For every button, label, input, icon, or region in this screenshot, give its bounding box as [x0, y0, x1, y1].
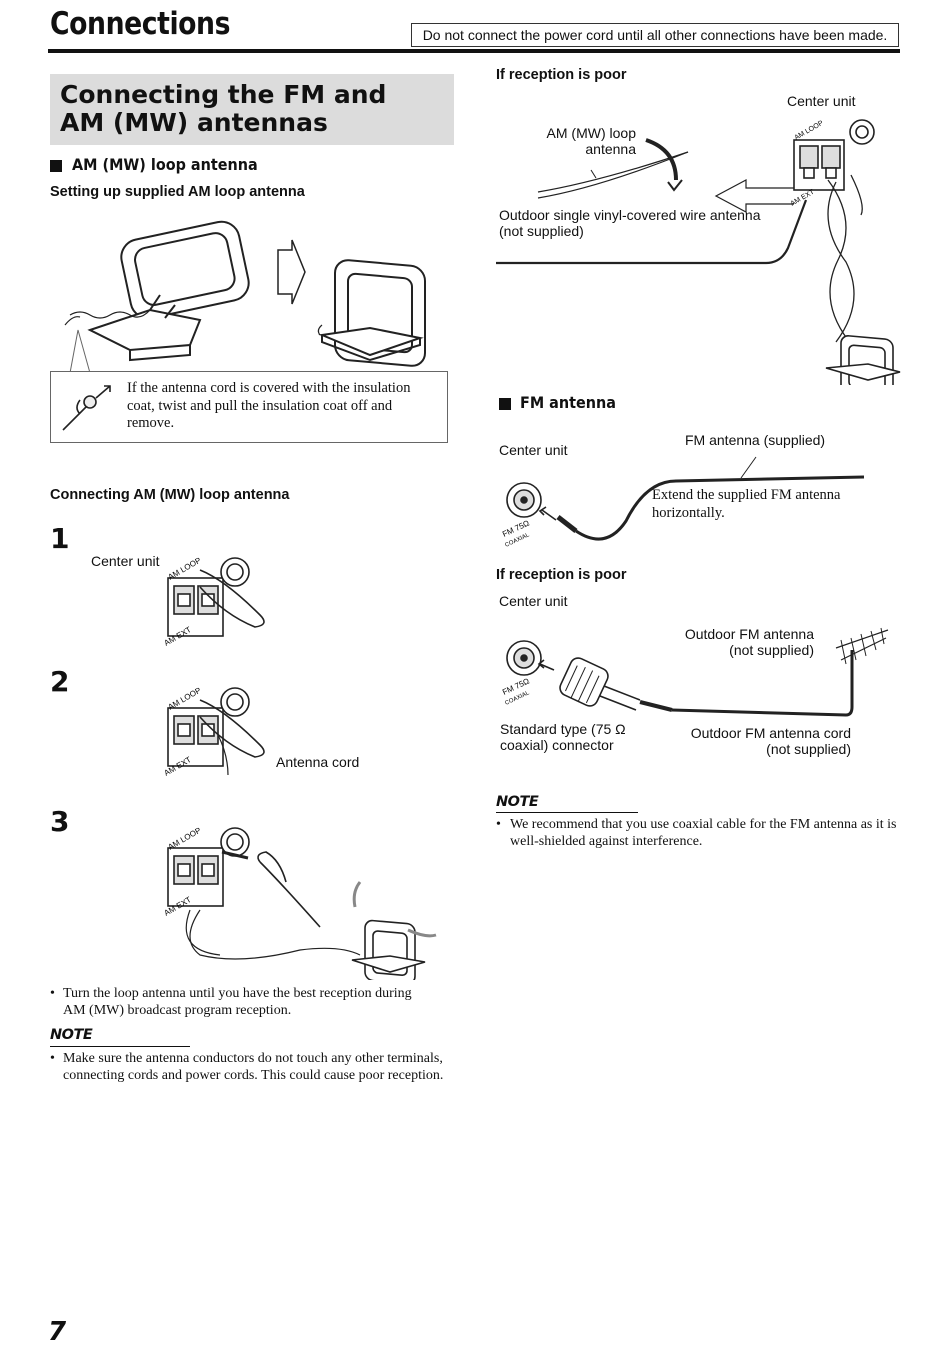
am-loop-heading: AM (MW) loop antenna [72, 155, 258, 174]
fm-note-line2: well-shielded against interference. [510, 834, 703, 849]
fm-note-title: NOTE [496, 794, 539, 810]
power-cord-warning: Do not connect the power cord until all … [411, 23, 899, 47]
am-poor-center-unit: Center unit [787, 93, 856, 109]
outdoor-fm-line1: Outdoor FM antenna [684, 626, 814, 642]
am-poor-title: If reception is poor [496, 67, 627, 83]
fm-note-line1: We recommend that you use coaxial cable … [510, 817, 897, 832]
heading-square-icon [499, 398, 511, 410]
outdoor-wire-label: Outdoor single vinyl-covered wire antenn… [499, 207, 760, 239]
insulation-tip-box [50, 371, 448, 443]
am-note-title: NOTE [50, 1027, 93, 1043]
section-title: Connecting the FM and AM (MW) antennas [60, 81, 386, 137]
outdoor-fm-line2: (not supplied) [729, 642, 814, 658]
fm-extend-text: Extend the supplied FM antenna horizonta… [652, 487, 840, 522]
fm-outdoor-antenna-diagram: FM 75Ω COAXIAL [501, 627, 889, 717]
page-number: 7 [48, 1317, 67, 1347]
step-number-1: 1 [50, 522, 70, 555]
am-bullet-line2: AM (MW) broadcast program reception. [63, 1003, 292, 1018]
am-poor-ext-terminal-label: AM EXT [790, 188, 817, 207]
am-loop-antenna-label: AM (MW) loop antenna [546, 125, 636, 157]
am-note-text: • Make sure the antenna conductors do no… [50, 1050, 443, 1084]
am-note-line1: Make sure the antenna conductors do not … [63, 1051, 443, 1066]
am-loop-line2: antenna [585, 141, 636, 157]
step1-center-unit-label: Center unit [91, 553, 160, 569]
fm-note-rule [496, 812, 638, 813]
fm-extend-line1: Extend the supplied FM antenna [652, 487, 841, 503]
step2-terminal-illustration: AM LOOP AM EXT [163, 686, 265, 778]
step-number-3: 3 [50, 805, 70, 838]
section-title-box [50, 74, 454, 145]
bullet-dot: • [496, 817, 501, 832]
fm-supplied-antenna-diagram: FM 75Ω COAXIAL [501, 456, 865, 549]
cord-line1: Outdoor FM antenna cord [690, 725, 851, 741]
am-connecting-title: Connecting AM (MW) loop antenna [50, 487, 290, 503]
am-bullet-line1: Turn the loop antenna until you have the… [63, 986, 412, 1001]
am-turn-bullet: • Turn the loop antenna until you have t… [50, 985, 412, 1019]
cord-line2: (not supplied) [766, 741, 851, 757]
outdoor-wire-line2: (not supplied) [499, 223, 584, 239]
fm-note-text: • We recommend that you use coaxial cabl… [496, 816, 896, 850]
step3-terminal-illustration: AM LOOP AM EXT [163, 826, 437, 980]
step-number-2: 2 [50, 665, 70, 698]
heading-square-icon [50, 160, 62, 172]
step1-terminal-illustration: AM LOOP AM EXT [163, 556, 265, 648]
page-header-title: Connections [50, 6, 231, 42]
outdoor-fm-antenna-label: Outdoor FM antenna (not supplied) [683, 626, 814, 658]
standard-line2: coaxial) connector [500, 737, 614, 753]
fm-antenna-supplied-label: FM antenna (supplied) [685, 432, 826, 448]
am-note-rule [50, 1046, 190, 1047]
antenna-cord-label: Antenna cord [276, 754, 360, 770]
am-poor-loop-terminal-label: AM LOOP [794, 120, 825, 142]
bullet-dot: • [50, 986, 55, 1001]
tip-line-3: remove. [127, 415, 175, 431]
section-title-line1: Connecting the FM and [60, 80, 387, 109]
am-outdoor-antenna-diagram: AM LOOP AM EXT [496, 119, 901, 385]
callout-pointer [69, 329, 91, 374]
am-note-line2: connecting cords and power cords. This c… [63, 1068, 444, 1083]
fm-center-unit-label: Center unit [499, 442, 568, 458]
bullet-dot: • [50, 1051, 55, 1066]
outdoor-fm-cord-label: Outdoor FM antenna cord (not supplied) [687, 725, 851, 757]
insulation-tip-text: If the antenna cord is covered with the … [127, 380, 410, 433]
outdoor-wire-line1: Outdoor single vinyl-covered wire antenn… [499, 207, 761, 223]
tip-line-1: If the antenna cord is covered with the … [127, 380, 411, 396]
fm-antenna-heading: FM antenna [520, 393, 617, 412]
standard-connector-label: Standard type (75 Ω coaxial) connector [500, 721, 626, 753]
am-loop-line1: AM (MW) loop [546, 125, 636, 141]
am-setup-title: Setting up supplied AM loop antenna [50, 184, 305, 200]
loop-antenna-setup-illustration [64, 220, 426, 367]
section-title-line2: AM (MW) antennas [60, 108, 328, 137]
fm-extend-line2: horizontally. [652, 504, 725, 521]
fm-poor-center-unit: Center unit [499, 593, 568, 609]
fm-poor-title: If reception is poor [496, 567, 627, 583]
tip-line-2: coat, twist and pull the insulation coat… [127, 397, 393, 414]
twist-cord-icon [62, 385, 111, 431]
header-rule [48, 49, 900, 53]
standard-line1: Standard type (75 Ω [500, 721, 626, 737]
